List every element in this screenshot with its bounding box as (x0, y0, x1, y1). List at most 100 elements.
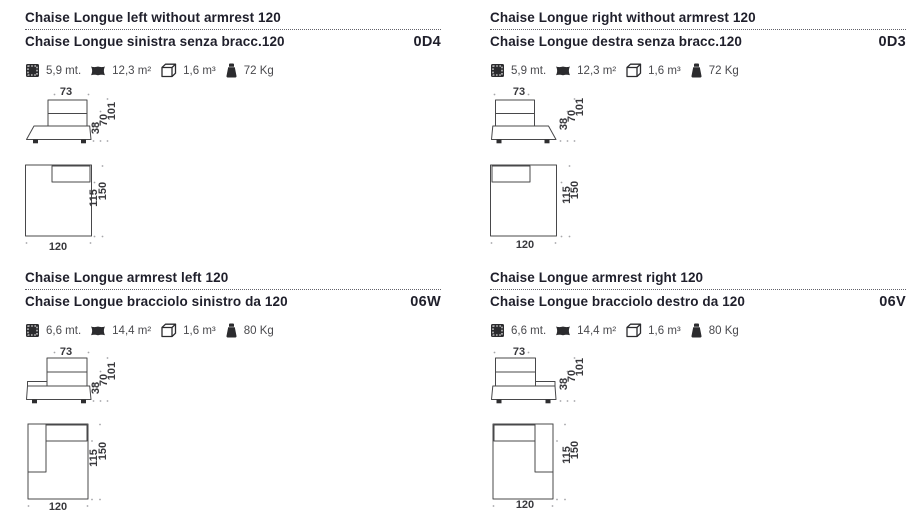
spec-weight: 72 Kg (690, 63, 739, 78)
dimension-label-total-depth: 150 (97, 441, 109, 461)
spec-volume: 1,6 m³ (625, 323, 681, 338)
dotted-divider (490, 29, 906, 30)
product-code: 06W (410, 294, 441, 310)
spec-row: 5,9 mt. 12,3 m² 1,6 m³ 72 Kg (490, 62, 906, 79)
spec-weight: 72 Kg (225, 63, 274, 78)
dimension-label-total-depth: 150 (97, 181, 109, 201)
spec-weight: 80 Kg (690, 323, 739, 338)
spec-row: 5,9 mt. 12,3 m² 1,6 m³ 72 Kg (25, 62, 441, 79)
product-title-it: Chaise Longue bracciolo sinistro da 120 (25, 294, 288, 309)
dimension-label-width: 120 (515, 239, 535, 251)
product-panel-chaise-left-no-armrest: Chaise Longue left without armrest 120 C… (25, 10, 441, 260)
spec-value: 12,3 m² (112, 64, 152, 77)
front-view-drawing (26, 351, 109, 404)
weight-icon (226, 63, 237, 78)
plan-view-drawing (492, 423, 566, 507)
product-panel-chaise-right-no-armrest: Chaise Longue right without armrest 120 … (490, 10, 906, 260)
spec-fabric: 5,9 mt. (25, 63, 81, 78)
spec-volume: 1,6 m³ (160, 323, 216, 338)
product-code: 0D4 (413, 34, 441, 50)
technical-drawing: 73 38 70 101 115 150 120 (25, 86, 155, 260)
fabric-meters-icon (491, 324, 504, 337)
dimension-label-width: 120 (48, 241, 68, 253)
spec-leather-area: 12,3 m² (90, 64, 151, 78)
leather-hide-area-icon (556, 326, 571, 335)
spec-row: 6,6 mt. 14,4 m² 1,6 m³ 80 Kg (490, 322, 906, 339)
front-view-drawing (491, 351, 576, 404)
spec-volume: 1,6 m³ (625, 63, 681, 78)
dimension-label-total-height: 101 (574, 357, 586, 377)
fabric-meters-icon (491, 64, 504, 77)
front-view-drawing (26, 93, 109, 144)
spec-value: 80 Kg (243, 324, 274, 337)
plan-view-drawing (27, 423, 101, 507)
product-code: 06V (879, 294, 906, 310)
dimension-label-total-depth: 150 (569, 180, 581, 200)
spec-value: 1,6 m³ (648, 64, 681, 77)
spec-value: 14,4 m² (112, 324, 152, 337)
product-title-en: Chaise Longue armrest right 120 (490, 270, 704, 285)
volume-box-icon (626, 323, 642, 338)
spec-leather-area: 14,4 m² (555, 324, 616, 338)
spec-value: 72 Kg (243, 64, 274, 77)
dimension-label-total-height: 101 (574, 97, 586, 117)
spec-value: 80 Kg (708, 324, 739, 337)
dimension-label-backrest-width: 73 (59, 86, 73, 98)
spec-value: 5,9 mt. (511, 64, 547, 77)
technical-drawing: 73 38 70 101 115 150 120 (25, 346, 155, 520)
front-view-drawing (491, 93, 576, 144)
technical-drawing: 73 38 70 101 115 150 120 (490, 346, 620, 520)
dimension-label-width: 120 (48, 501, 68, 513)
spec-leather-area: 14,4 m² (90, 324, 151, 338)
spec-volume: 1,6 m³ (160, 63, 216, 78)
product-title-it: Chaise Longue sinistra senza bracc.120 (25, 34, 285, 49)
volume-box-icon (161, 63, 177, 78)
spec-row: 6,6 mt. 14,4 m² 1,6 m³ 80 Kg (25, 322, 441, 339)
product-title-it: Chaise Longue destra senza bracc.120 (490, 34, 742, 49)
dimension-label-total-depth: 150 (569, 440, 581, 460)
product-title-it: Chaise Longue bracciolo destro da 120 (490, 294, 746, 309)
fabric-meters-icon (26, 324, 39, 337)
weight-icon (691, 323, 702, 338)
spec-leather-area: 12,3 m² (555, 64, 616, 78)
spec-fabric: 5,9 mt. (490, 63, 546, 78)
leather-hide-area-icon (556, 66, 571, 75)
spec-value: 72 Kg (708, 64, 739, 77)
technical-drawing: 73 38 70 101 115 150 120 (490, 86, 620, 260)
spec-fabric: 6,6 mt. (490, 323, 546, 338)
spec-fabric: 6,6 mt. (25, 323, 81, 338)
spec-value: 1,6 m³ (183, 64, 216, 77)
dimension-label-width: 120 (515, 499, 535, 511)
spec-value: 6,6 mt. (46, 324, 82, 337)
dimension-label-backrest-width: 73 (512, 86, 526, 98)
dimension-label-backrest-width: 73 (59, 346, 73, 358)
product-panel-chaise-armrest-left: Chaise Longue armrest left 120 Chaise Lo… (25, 270, 441, 520)
spec-value: 1,6 m³ (648, 324, 681, 337)
plan-view-drawing (25, 164, 104, 244)
dotted-divider (490, 289, 906, 290)
spec-value: 1,6 m³ (183, 324, 216, 337)
weight-icon (226, 323, 237, 338)
dimension-label-total-height: 101 (106, 101, 118, 121)
product-title-en: Chaise Longue armrest left 120 (25, 270, 229, 285)
product-code: 0D3 (878, 34, 906, 50)
dotted-divider (25, 29, 441, 30)
spec-value: 12,3 m² (577, 64, 617, 77)
plan-view-drawing (490, 164, 571, 244)
leather-hide-area-icon (91, 66, 106, 75)
spec-value: 5,9 mt. (46, 64, 82, 77)
fabric-meters-icon (26, 64, 39, 77)
dimension-label-total-height: 101 (106, 361, 118, 381)
spec-value: 14,4 m² (577, 324, 617, 337)
product-title-en: Chaise Longue left without armrest 120 (25, 10, 281, 25)
volume-box-icon (626, 63, 642, 78)
dimension-label-backrest-width: 73 (512, 346, 526, 358)
weight-icon (691, 63, 702, 78)
product-title-en: Chaise Longue right without armrest 120 (490, 10, 756, 25)
spec-weight: 80 Kg (225, 323, 274, 338)
dotted-divider (25, 289, 441, 290)
spec-value: 6,6 mt. (511, 324, 547, 337)
leather-hide-area-icon (91, 326, 106, 335)
product-panel-chaise-armrest-right: Chaise Longue armrest right 120 Chaise L… (490, 270, 906, 520)
